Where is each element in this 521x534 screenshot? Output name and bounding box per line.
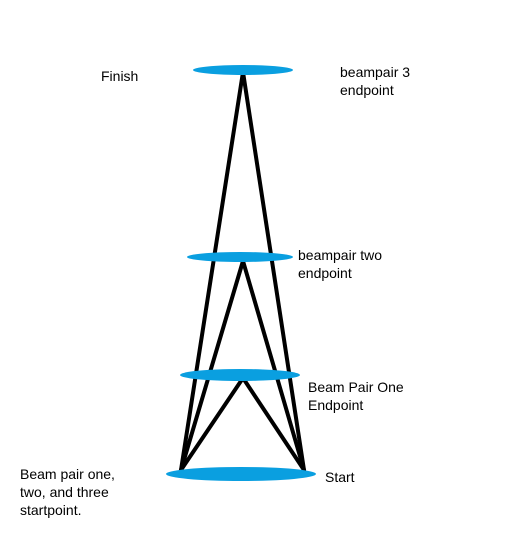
beam-pair-one-endpoint-label-line-1: Beam Pair One bbox=[308, 379, 404, 395]
beam-pair-one-endpoint-label: Beam Pair One Endpoint bbox=[308, 378, 404, 414]
beam-pair-2-left-beam bbox=[179, 259, 245, 472]
beam-pair-one-endpoint-plate bbox=[180, 369, 300, 381]
finish-plate bbox=[193, 65, 293, 75]
startpoint-label-line-3: startpoint. bbox=[20, 502, 82, 518]
beam-pair-1-right-beam bbox=[241, 376, 306, 472]
beampair-3-endpoint-label-line-1: beampair 3 bbox=[340, 64, 411, 80]
beam-pair-3-right-beam bbox=[241, 70, 306, 472]
beampair-3-endpoint-label: beampair 3 endpoint bbox=[340, 63, 410, 99]
start-label: Start bbox=[325, 469, 355, 485]
beam-pair-3-left-beam bbox=[179, 70, 245, 472]
beam-pair-two-endpoint-plate bbox=[187, 252, 293, 262]
startpoint-label-line-1: Beam pair one, bbox=[20, 466, 115, 482]
beam-pair-one-endpoint-label-line-2: Endpoint bbox=[308, 397, 364, 413]
startpoint-label: Beam pair one, two, and three startpoint… bbox=[20, 465, 115, 519]
startpoint-label-line-2: two, and three bbox=[20, 484, 109, 500]
beampair-two-endpoint-label-line-2: endpoint bbox=[298, 265, 352, 281]
finish-label: Finish bbox=[101, 68, 139, 84]
beam-pair-2-right-beam bbox=[241, 259, 306, 472]
beampair-3-endpoint-label-line-2: endpoint bbox=[340, 82, 394, 98]
beam-pair-1-left-beam bbox=[179, 376, 245, 472]
beampair-two-endpoint-label-line-1: beampair two bbox=[298, 247, 383, 263]
start-plate bbox=[166, 467, 316, 481]
beampair-two-endpoint-label: beampair two endpoint bbox=[298, 246, 382, 282]
